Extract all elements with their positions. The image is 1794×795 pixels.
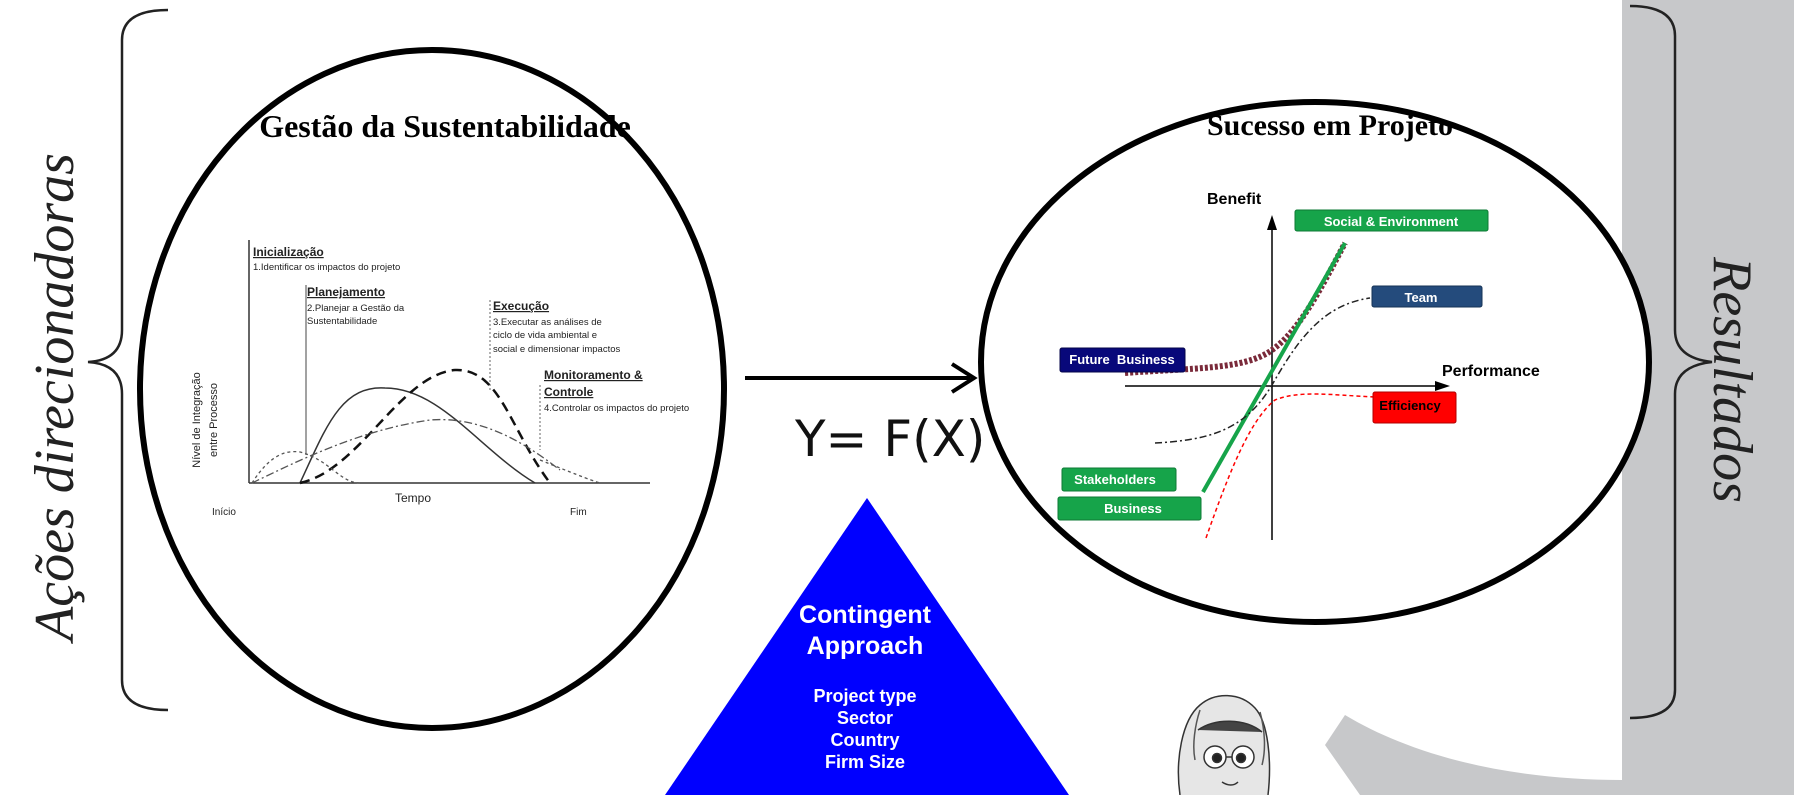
efficiency-text: Efficiency [1379, 398, 1441, 413]
left-brace [87, 8, 169, 712]
future-business-box [1059, 347, 1186, 373]
factor-country: Country [830, 730, 900, 750]
left-ellipse [137, 47, 727, 731]
business-box [1057, 496, 1202, 521]
equation: Y= F(X) [795, 410, 986, 468]
connector-arrowhead [950, 362, 978, 394]
process-y-label-2: entre Processo [208, 383, 220, 457]
right-circle-title: Sucesso em Projeto [1207, 109, 1453, 142]
contingent-title-line2: Approach [806, 632, 924, 660]
success-chart: Benefit Performance Social & Environment… [1057, 191, 1540, 540]
phase-1-name: Inicialização [253, 245, 324, 259]
efficiency-box [1372, 391, 1457, 424]
contingent-triangle [665, 498, 1069, 795]
phase-2-desc-2: Sustentabilidade [307, 316, 377, 327]
factor-sector: Sector [836, 708, 894, 728]
social-environment-line [1201, 242, 1347, 493]
phase-3-desc-2: ciclo de vida ambiental e [493, 330, 597, 341]
stakeholders-box [1061, 467, 1177, 492]
phase-2-desc-1: 2.Planejar a Gestão da [307, 303, 405, 314]
team-box [1371, 285, 1483, 308]
driving-actions-label: Ações direcionadoras [24, 153, 86, 641]
left-circle-title: Gestão da Sustentabilidade [259, 108, 631, 144]
factor-project-type: Project type [813, 686, 917, 706]
right-brace [1629, 4, 1713, 720]
social-environment-box [1294, 209, 1489, 232]
stakeholders-text: Stakeholders [1074, 472, 1156, 487]
performance-axis-label: Performance [1442, 363, 1540, 380]
curve-dotted [251, 450, 601, 484]
social-environment-text: Social & Environment [1324, 214, 1459, 229]
phase-4-name-2: Controle [544, 385, 594, 399]
factor-firm-size: Firm Size [824, 752, 906, 772]
phase-4-desc: 4.Controlar os impactos do projeto [544, 403, 689, 414]
contingent-factors: Project type Sector Country Firm Size [745, 685, 985, 773]
results-label: Resultados [1701, 257, 1763, 503]
process-x-end: Fim [570, 507, 587, 518]
business-text: Business [1104, 501, 1162, 516]
efficiency-curve [1205, 393, 1376, 539]
phase-3-name: Execução [493, 299, 549, 313]
benefit-axis-label: Benefit [1207, 191, 1262, 208]
curve-dashed [299, 368, 551, 485]
character-illustration [1177, 694, 1271, 795]
contingent-title-line1: Contingent [799, 601, 931, 629]
team-curve [1154, 297, 1371, 444]
future-business-text: Future Business [1069, 352, 1174, 367]
results-band [1622, 0, 1794, 795]
phase-2-name: Planejamento [307, 285, 385, 299]
team-text: Team [1405, 290, 1438, 305]
curve-solid [299, 387, 536, 484]
right-ellipse [978, 99, 1652, 625]
phase-3-desc-3: social e dimensionar impactos [493, 344, 621, 355]
contingent-approach-title: Contingent Approach [745, 600, 985, 662]
process-x-start: Início [212, 507, 236, 518]
process-chart: Nível de Integração entre Processo Tempo… [191, 240, 689, 518]
decorative-swoosh [1325, 715, 1622, 795]
process-y-label-1: Nível de Integração [191, 372, 203, 467]
phase-4-name: Monitoramento & [544, 368, 643, 382]
curve-dashdot [251, 418, 561, 484]
phase-1-desc: 1.Identificar os impactos do projeto [253, 262, 400, 273]
phase-3-desc-1: 3.Executar as análises de [493, 317, 602, 328]
process-x-label: Tempo [395, 491, 431, 505]
